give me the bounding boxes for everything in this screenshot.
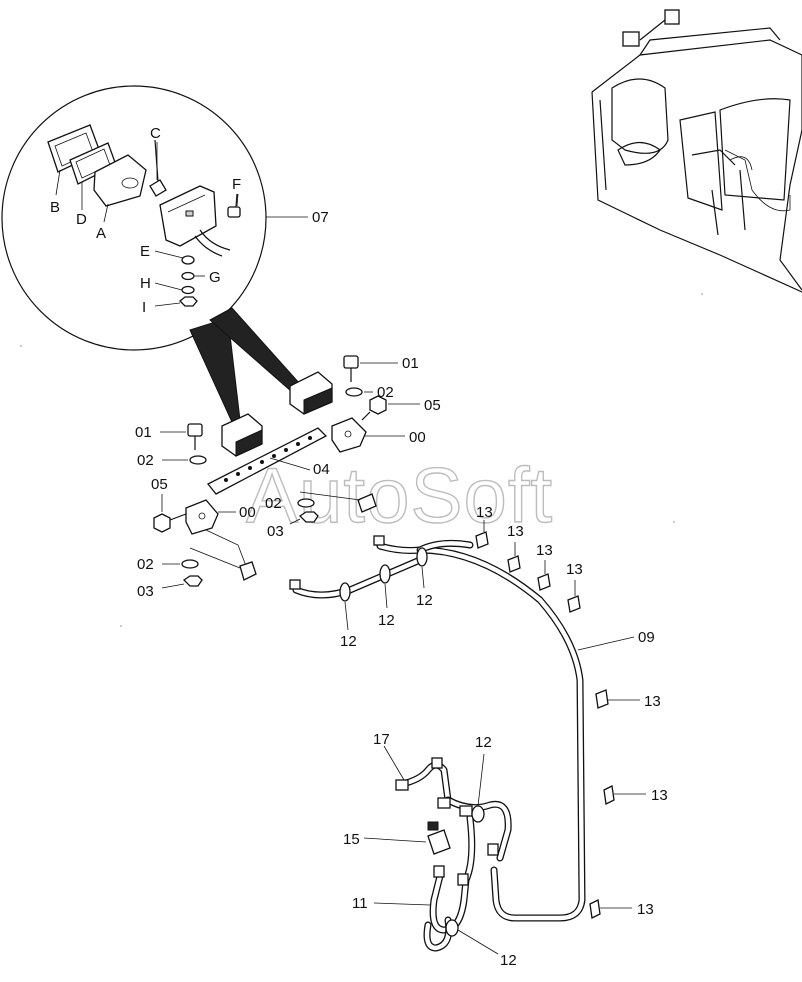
lamp-base xyxy=(159,185,231,257)
nut-e xyxy=(181,255,195,265)
part-label-09: 09 xyxy=(638,629,655,646)
cab-illustration xyxy=(591,9,802,293)
part-label-13-c: 13 xyxy=(536,542,553,559)
bolt-05-top: 05 xyxy=(361,395,441,421)
part-label-07: 07 xyxy=(312,209,329,226)
part-label-13-g: 13 xyxy=(637,901,654,918)
part-label-12-a: 12 xyxy=(340,633,357,650)
detail-label-i: I xyxy=(142,299,146,316)
screw-f xyxy=(227,193,241,218)
washer-02-top xyxy=(345,387,363,397)
part-label-04: 04 xyxy=(313,461,330,478)
part-label-02-left: 02 xyxy=(137,452,154,469)
part-label-02-mid: 02 xyxy=(265,495,282,512)
part-label-03-mid: 03 xyxy=(267,523,284,540)
lamp-bracket-04: 04 xyxy=(206,427,330,495)
part-label-13-a: 13 xyxy=(476,504,493,521)
part-label-05-top: 05 xyxy=(424,397,441,414)
part-label-02-low: 02 xyxy=(137,556,154,573)
work-lamp-left xyxy=(221,413,263,457)
work-lamp-right xyxy=(289,371,333,415)
spacer-clip-low xyxy=(239,561,257,581)
detail-circle-07: C F B D A E G H I 07 xyxy=(1,85,329,351)
washer-h xyxy=(181,285,195,295)
part-label-12-b: 12 xyxy=(378,612,395,629)
part-label-13-f: 13 xyxy=(651,787,668,804)
bulb-c xyxy=(149,139,167,197)
detail-label-g: G xyxy=(209,269,221,286)
part-label-17: 17 xyxy=(373,731,390,748)
bolt-05-left: 05 xyxy=(151,476,187,533)
bracket-00-top: 00 xyxy=(331,417,426,453)
bracket-00-mid: 00 xyxy=(185,499,256,567)
bolt-01-left: 01 xyxy=(135,423,203,450)
wire-11: 11 xyxy=(352,895,431,912)
part-label-13-e: 13 xyxy=(644,693,661,710)
part-label-01-left: 01 xyxy=(135,424,152,441)
bolt-01-top: 01 xyxy=(343,355,419,382)
part-label-01-top: 01 xyxy=(402,355,419,372)
washer-g xyxy=(181,271,195,281)
watermark-text: AutoSoft xyxy=(246,451,553,539)
detail-label-d: D xyxy=(76,211,87,228)
detail-label-h: H xyxy=(140,275,151,292)
part-label-00-mid: 00 xyxy=(239,504,256,521)
nut-03-low xyxy=(182,575,203,587)
nut-03-mid xyxy=(298,511,319,523)
part-label-12-d: 12 xyxy=(475,734,492,751)
part-label-05-left: 05 xyxy=(151,476,168,493)
detail-label-e: E xyxy=(140,243,150,260)
clips-13: 13 13 13 13 13 13 13 xyxy=(475,504,668,919)
part-label-02-top: 02 xyxy=(377,384,394,401)
detail-label-f: F xyxy=(232,176,241,193)
scan-specks xyxy=(20,293,703,627)
washer-02-left xyxy=(189,455,207,465)
part-label-00-top: 00 xyxy=(409,429,426,446)
nut-i xyxy=(179,296,198,307)
washer-02-low xyxy=(181,559,199,569)
part-label-15: 15 xyxy=(343,831,360,848)
part-label-13-d: 13 xyxy=(566,561,583,578)
washer-02-mid xyxy=(297,498,315,508)
spacer-clip-mid xyxy=(357,493,377,513)
connector-left-end xyxy=(289,579,301,590)
detail-label-c: C xyxy=(150,125,161,142)
lower-harness-loop: 12 12 xyxy=(423,734,517,969)
part-label-13-b: 13 xyxy=(507,523,524,540)
part-label-11: 11 xyxy=(352,895,368,912)
relay-15: 15 xyxy=(343,821,451,855)
part-label-12-e: 12 xyxy=(500,952,517,969)
part-label-12-c: 12 xyxy=(416,592,433,609)
detail-label-b: B xyxy=(50,199,60,216)
connector-upper-end xyxy=(373,535,385,546)
harness-clamps-12: 12 12 12 xyxy=(339,547,433,650)
detail-label-a: A xyxy=(96,225,106,242)
lamp-housing-a xyxy=(93,154,147,207)
part-label-03-low: 03 xyxy=(137,583,154,600)
